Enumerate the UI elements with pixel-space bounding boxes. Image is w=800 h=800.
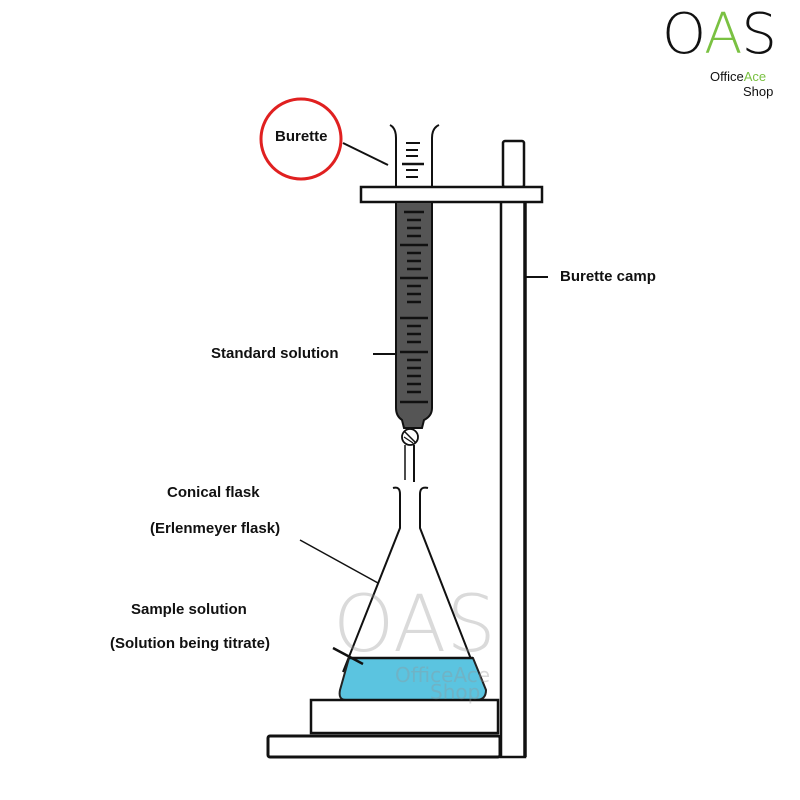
logo-ace: Ace xyxy=(743,69,767,84)
burette-clamp-bar xyxy=(359,185,544,204)
label-burette: Burette xyxy=(275,128,328,145)
label-sample-solution: Sample solution xyxy=(131,601,247,618)
label-solution-being-titrated: (Solution being titrate) xyxy=(110,635,270,652)
watermark-main: OAS xyxy=(333,580,496,670)
logo-line1: OfficeAce xyxy=(710,69,766,84)
label-burette-clamp: Burette camp xyxy=(560,268,656,285)
logo-letter-o: O xyxy=(662,2,705,67)
burette xyxy=(389,124,440,482)
logo-letters: OAS xyxy=(662,2,777,67)
stand-rod-top xyxy=(501,139,526,189)
label-conical-flask: Conical flask xyxy=(167,484,260,501)
flask-platform xyxy=(309,698,500,735)
standard-solution-fill xyxy=(395,201,433,429)
label-erlenmeyer-flask: (Erlenmeyer flask) xyxy=(150,520,281,537)
logo-office: Office xyxy=(710,69,744,84)
stand-base xyxy=(266,734,502,759)
logo-line2: Shop xyxy=(743,84,774,99)
watermark-sub1: OfficeAce xyxy=(395,663,491,687)
logo-letter-s: S xyxy=(741,2,777,67)
burette-highlight-circle xyxy=(259,97,343,181)
stand-rod xyxy=(499,198,527,759)
logo-letter-a: A xyxy=(704,2,742,67)
watermark-sub2: Shop xyxy=(430,680,481,704)
label-standard-solution: Standard solution xyxy=(211,345,339,362)
